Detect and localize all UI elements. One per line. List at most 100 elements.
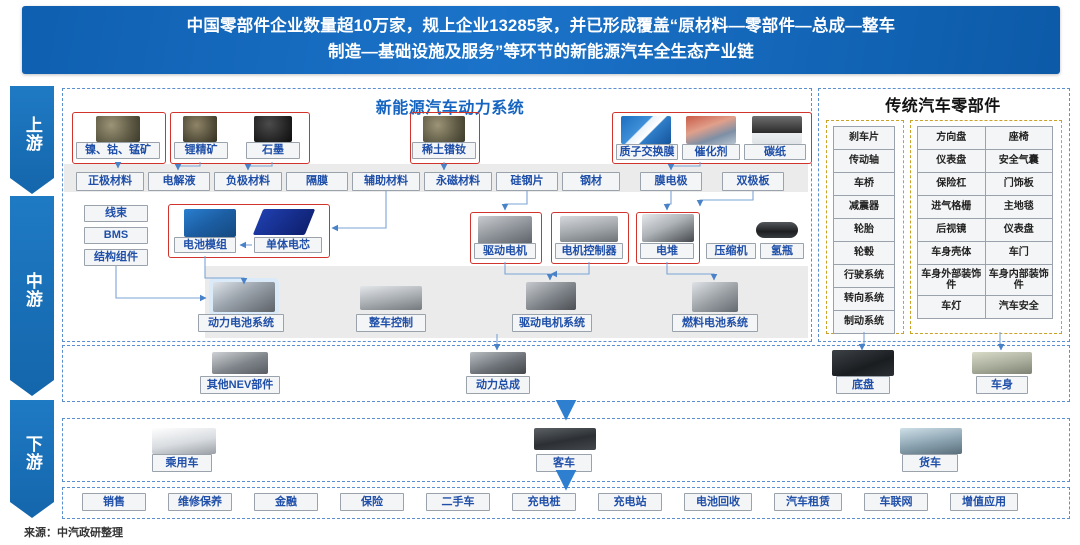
table-row[interactable]: 轮胎 [833,218,895,242]
cell-instrument-panel[interactable]: 仪表盘 [984,218,1053,242]
traditional-left-body: 刹车片 传动轴 车桥 减震器 轮胎 轮毂 行驶系统 转向系统 制动系统 [833,126,895,334]
chip-system-drive-motor[interactable]: 驱动电机系统 [512,314,592,332]
cell-grille[interactable]: 进气格栅 [917,195,986,219]
battery-cell-thumb [252,209,316,235]
chip-material-bipolar-plate[interactable]: 双极板 [722,172,784,191]
cell-bumper[interactable]: 保险杠 [917,172,986,196]
chip-service-value-added[interactable]: 增值应用 [950,493,1018,511]
battery-module-thumb [184,209,236,237]
table-row[interactable]: 转向系统 [833,287,895,311]
table-row[interactable]: 进气格栅 主地毯 [917,195,1053,219]
drive-motor-thumb [478,216,532,244]
chip-service-battery-recycling[interactable]: 电池回收 [684,493,752,511]
chip-service-maintenance[interactable]: 维修保养 [168,493,232,511]
chip-battery-cell[interactable]: 单体电芯 [254,237,322,253]
chip-material-silicon-steel[interactable]: 硅钢片 [496,172,558,191]
cell-tire[interactable]: 轮胎 [833,218,895,242]
chip-material-auxiliary[interactable]: 辅助材料 [352,172,420,191]
chip-system-fuel-cell[interactable]: 燃料电池系统 [672,314,758,332]
chip-raw-nickel[interactable]: 镍、钴、锰矿 [76,142,160,159]
cell-wheel-hub[interactable]: 轮毂 [833,241,895,265]
cell-steering-wheel[interactable]: 方向盘 [917,126,986,150]
chip-fuelcell-stack[interactable]: 电堆 [640,243,694,259]
chip-raw-lithium[interactable]: 锂精矿 [174,142,228,159]
chip-hydrogen-tank[interactable]: 氢瓶 [760,243,804,259]
chip-motor-controller[interactable]: 电机控制器 [555,243,623,259]
cell-running-system[interactable]: 行驶系统 [833,264,895,288]
cell-exterior-trim[interactable]: 车身外部装饰件 [917,264,986,296]
cell-seat[interactable]: 座椅 [984,126,1053,150]
cell-brake-pad[interactable]: 刹车片 [833,126,895,150]
chip-proton-exchange-membrane[interactable]: 质子交换膜 [616,144,678,160]
table-row[interactable]: 后视镜 仪表盘 [917,218,1053,242]
chip-assembly-chassis[interactable]: 底盘 [836,376,890,394]
cell-vehicle-safety[interactable]: 汽车安全 [984,295,1053,319]
chip-service-used-car[interactable]: 二手车 [426,493,490,511]
chip-wire-harness[interactable]: 线束 [84,205,148,222]
chip-assembly-body[interactable]: 车身 [976,376,1028,394]
chip-raw-graphite[interactable]: 石墨 [246,142,300,159]
chip-material-separator[interactable]: 隔膜 [286,172,348,191]
cell-steering-system[interactable]: 转向系统 [833,287,895,311]
cell-drive-shaft[interactable]: 传动轴 [833,149,895,173]
chip-battery-module[interactable]: 电池模组 [174,237,236,253]
chip-catalyst[interactable]: 催化剂 [682,144,740,160]
cell-interior-trim[interactable]: 车身内部装饰件 [984,264,1053,296]
chip-assembly-other-nev[interactable]: 其他NEV部件 [200,376,280,394]
source-note: 来源：中汽政研整理 [24,527,123,539]
cell-rearview-mirror[interactable]: 后视镜 [917,218,986,242]
cell-door-trim[interactable]: 门饰板 [984,172,1053,196]
chip-vehicle-bus[interactable]: 客车 [536,454,592,472]
table-row[interactable]: 车桥 [833,172,895,196]
chip-material-permanent-magnet[interactable]: 永磁材料 [424,172,492,191]
table-row[interactable]: 制动系统 [833,310,895,334]
chip-material-membrane-electrode[interactable]: 膜电极 [640,172,702,191]
chip-carbon-paper[interactable]: 碳纸 [744,144,806,160]
table-row[interactable]: 保险杠 门饰板 [917,172,1053,196]
chip-system-vehicle-control[interactable]: 整车控制 [356,314,426,332]
table-row[interactable]: 仪表盘 安全气囊 [917,149,1053,173]
chip-bms[interactable]: BMS [84,227,148,244]
table-row[interactable]: 轮毂 [833,241,895,265]
chip-compressor[interactable]: 压缩机 [706,243,756,259]
cell-body-shell[interactable]: 车身壳体 [917,241,986,265]
chip-vehicle-passenger-car[interactable]: 乘用车 [152,454,212,472]
chip-drive-motor[interactable]: 驱动电机 [474,243,536,259]
table-row[interactable]: 车身外部装饰件 车身内部装饰件 [917,264,1053,296]
table-row[interactable]: 减震器 [833,195,895,219]
chip-service-insurance[interactable]: 保险 [340,493,404,511]
chip-system-power-battery[interactable]: 动力电池系统 [198,314,284,332]
chip-assembly-powertrain[interactable]: 动力总成 [466,376,530,394]
chip-service-finance[interactable]: 金融 [254,493,318,511]
chip-service-charging-station[interactable]: 充电站 [598,493,662,511]
cell-axle[interactable]: 车桥 [833,172,895,196]
chip-material-steel[interactable]: 钢材 [562,172,620,191]
chip-material-electrolyte[interactable]: 电解液 [148,172,210,191]
redframe-lithium-graphite [170,112,310,164]
chip-material-anode[interactable]: 负极材料 [214,172,282,191]
chip-material-cathode[interactable]: 正极材料 [76,172,144,191]
table-row[interactable]: 传动轴 [833,149,895,173]
chip-vehicle-truck[interactable]: 货车 [902,454,958,472]
chip-structural-components[interactable]: 结构组件 [84,249,148,266]
chip-raw-rare-earth[interactable]: 稀土镨钕 [412,142,476,159]
cell-braking-system[interactable]: 制动系统 [833,310,895,334]
table-row[interactable]: 刹车片 [833,126,895,150]
cell-lamp[interactable]: 车灯 [917,295,986,319]
chip-service-car-rental[interactable]: 汽车租赁 [774,493,842,511]
table-row[interactable]: 行驶系统 [833,264,895,288]
chip-service-sales[interactable]: 销售 [82,493,146,511]
cell-dashboard[interactable]: 仪表盘 [917,149,986,173]
body-thumb [972,352,1032,374]
cell-shock-absorber[interactable]: 减震器 [833,195,895,219]
redframe-motor-controller [551,212,629,264]
table-row[interactable]: 车身壳体 车门 [917,241,1053,265]
chip-service-iov[interactable]: 车联网 [864,493,928,511]
table-row[interactable]: 车灯 汽车安全 [917,295,1053,319]
table-row[interactable]: 方向盘 座椅 [917,126,1053,150]
stage-label-downstream: 下游 [22,435,42,471]
cell-car-door[interactable]: 车门 [984,241,1053,265]
cell-main-carpet[interactable]: 主地毯 [984,195,1053,219]
cell-airbag[interactable]: 安全气囊 [984,149,1053,173]
chip-service-charging-pile[interactable]: 充电桩 [512,493,576,511]
